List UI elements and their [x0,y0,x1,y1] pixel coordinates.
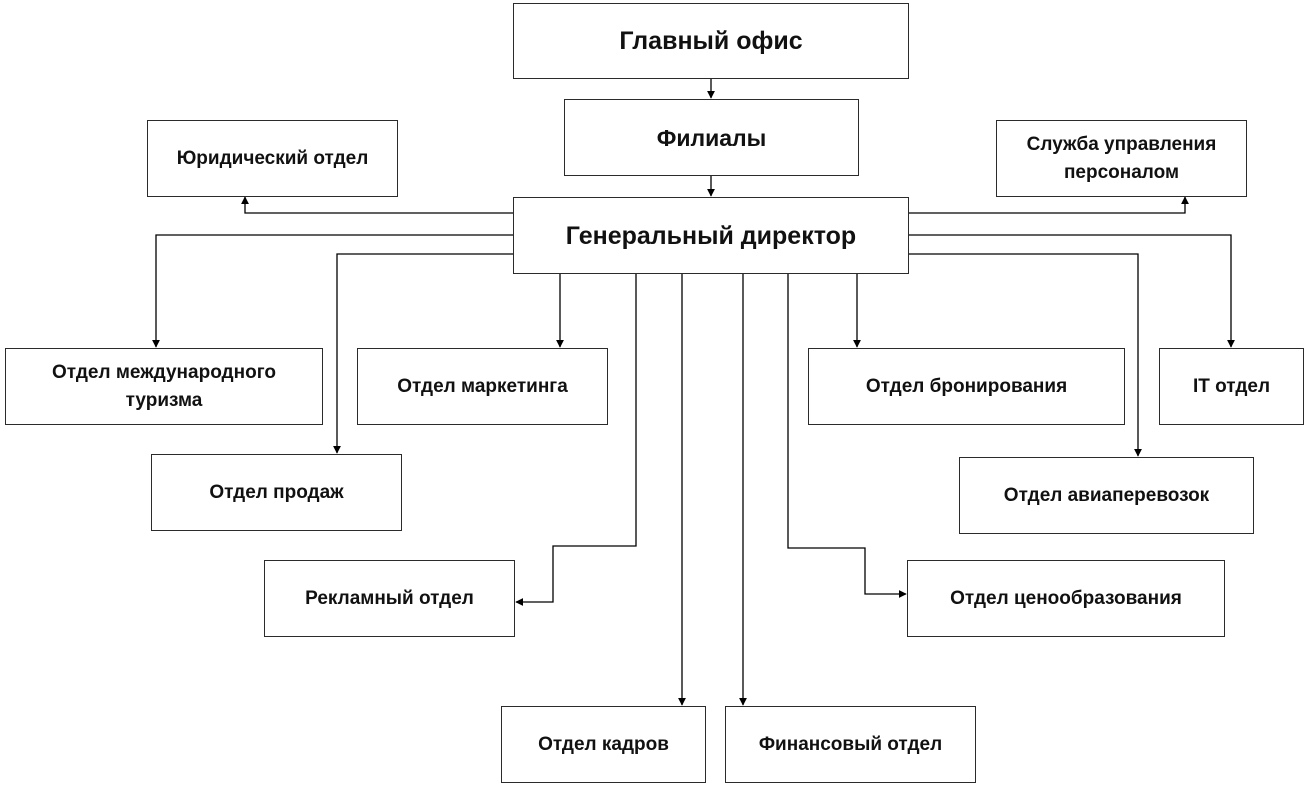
node-staff: Отдел кадров [501,706,706,783]
node-booking: Отдел бронирования [808,348,1125,425]
node-it: IT отдел [1159,348,1304,425]
node-it-label: IT отдел [1192,375,1271,397]
node-marketing: Отдел маркетинга [357,348,608,425]
connector-ceo-to-hr-service [909,196,1189,214]
connector-ceo-to-it [909,234,1235,348]
node-ceo: Генеральный директор [513,197,909,274]
node-intl-tourism: Отдел международного туризма [5,348,323,425]
node-finance-label: Финансовый отдел [758,733,943,755]
connector-ceo-to-air [909,253,1142,457]
node-advertising-label: Рекламный отдел [305,587,474,609]
connector-ceo-to-intl [152,234,513,348]
node-pricing: Отдел ценообразования [907,560,1225,637]
connector-ceo-to-legal [241,196,513,214]
node-booking-label: Отдел бронирования [865,375,1068,397]
node-pricing-label: Отдел ценообразования [950,587,1182,609]
node-intl-tourism-label: Отдел международного туризма [52,361,276,411]
node-marketing-label: Отдел маркетинга [397,375,568,397]
node-branches-label: Филиалы [656,124,767,151]
node-sales: Отдел продаж [151,454,402,531]
node-air-transport-label: Отдел авиаперевозок [1003,484,1210,506]
node-main-office-label: Главный офис [619,27,803,55]
node-main-office: Главный офис [513,3,909,79]
node-hr-service: Служба управления персоналом [996,120,1247,197]
node-sales-label: Отдел продаж [209,481,344,503]
node-hr-service-label: Служба управления персоналом [1026,133,1217,183]
node-branches: Филиалы [564,99,859,176]
node-legal-department-label: Юридический отдел [176,147,369,169]
node-finance: Финансовый отдел [725,706,976,783]
node-staff-label: Отдел кадров [538,733,669,755]
node-ceo-label: Генеральный директор [565,221,857,250]
connector-ceo-to-sales [333,253,513,454]
connector-ceo-to-ads [515,274,637,606]
node-legal-department: Юридический отдел [147,120,398,197]
node-advertising: Рекламный отдел [264,560,515,637]
node-air-transport: Отдел авиаперевозок [959,457,1254,534]
connector-ceo-to-pricing [787,274,907,598]
